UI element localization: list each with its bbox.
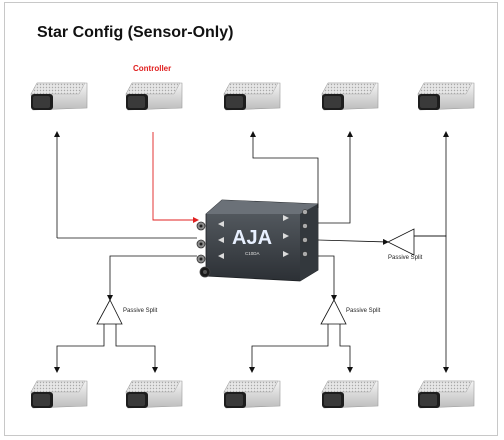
power-connector [199, 266, 211, 278]
link-sensor-bottom-4 [339, 324, 353, 373]
link-sensor-top-5 [414, 131, 449, 237]
link-passive-split-right [317, 238, 389, 245]
link-controller [152, 132, 199, 223]
link-sensor-bottom-1 [54, 324, 105, 373]
device-logo: AJA [232, 227, 272, 249]
device-model: C10DA [245, 251, 260, 256]
link-passive-split-center [318, 255, 337, 301]
sensor-top-4 [321, 82, 379, 111]
aja-converter-device: AJA C10DA [196, 199, 319, 282]
sensor-bottom-5 [417, 380, 475, 409]
passive-split-label-center: Passive Split [346, 308, 381, 314]
bnc-connector-out [196, 254, 206, 264]
sensor-bottom-2 [125, 380, 183, 409]
link-sensor-top-4 [318, 131, 353, 224]
link-sensor-top-3 [250, 131, 319, 208]
passive-split-right [387, 228, 415, 256]
link-sensor-bottom-3 [249, 324, 329, 373]
bnc-connector-input [196, 221, 206, 231]
sensor-bottom-1 [30, 380, 88, 409]
diagram-title: Star Config (Sensor-Only) [37, 24, 234, 41]
passive-split-left [96, 299, 123, 325]
link-sensor-bottom-2 [115, 324, 158, 373]
controller-label: Controller [133, 64, 172, 73]
sensor-bottom-4 [321, 380, 379, 409]
passive-split-label-left: Passive Split [123, 308, 158, 314]
link-passive-split-left [107, 255, 197, 301]
bnc-connector-loop [196, 239, 206, 249]
sensor-top-3 [223, 82, 281, 111]
sensor-top-5 [417, 82, 475, 111]
sensor-bottom-3 [223, 380, 281, 409]
link-sensor-bottom-5 [414, 235, 449, 373]
passive-split-center [320, 299, 347, 325]
passive-split-label-right: Passive Split [388, 255, 423, 261]
sensor-top-2 [125, 82, 183, 111]
sensor-top-1 [30, 82, 88, 111]
